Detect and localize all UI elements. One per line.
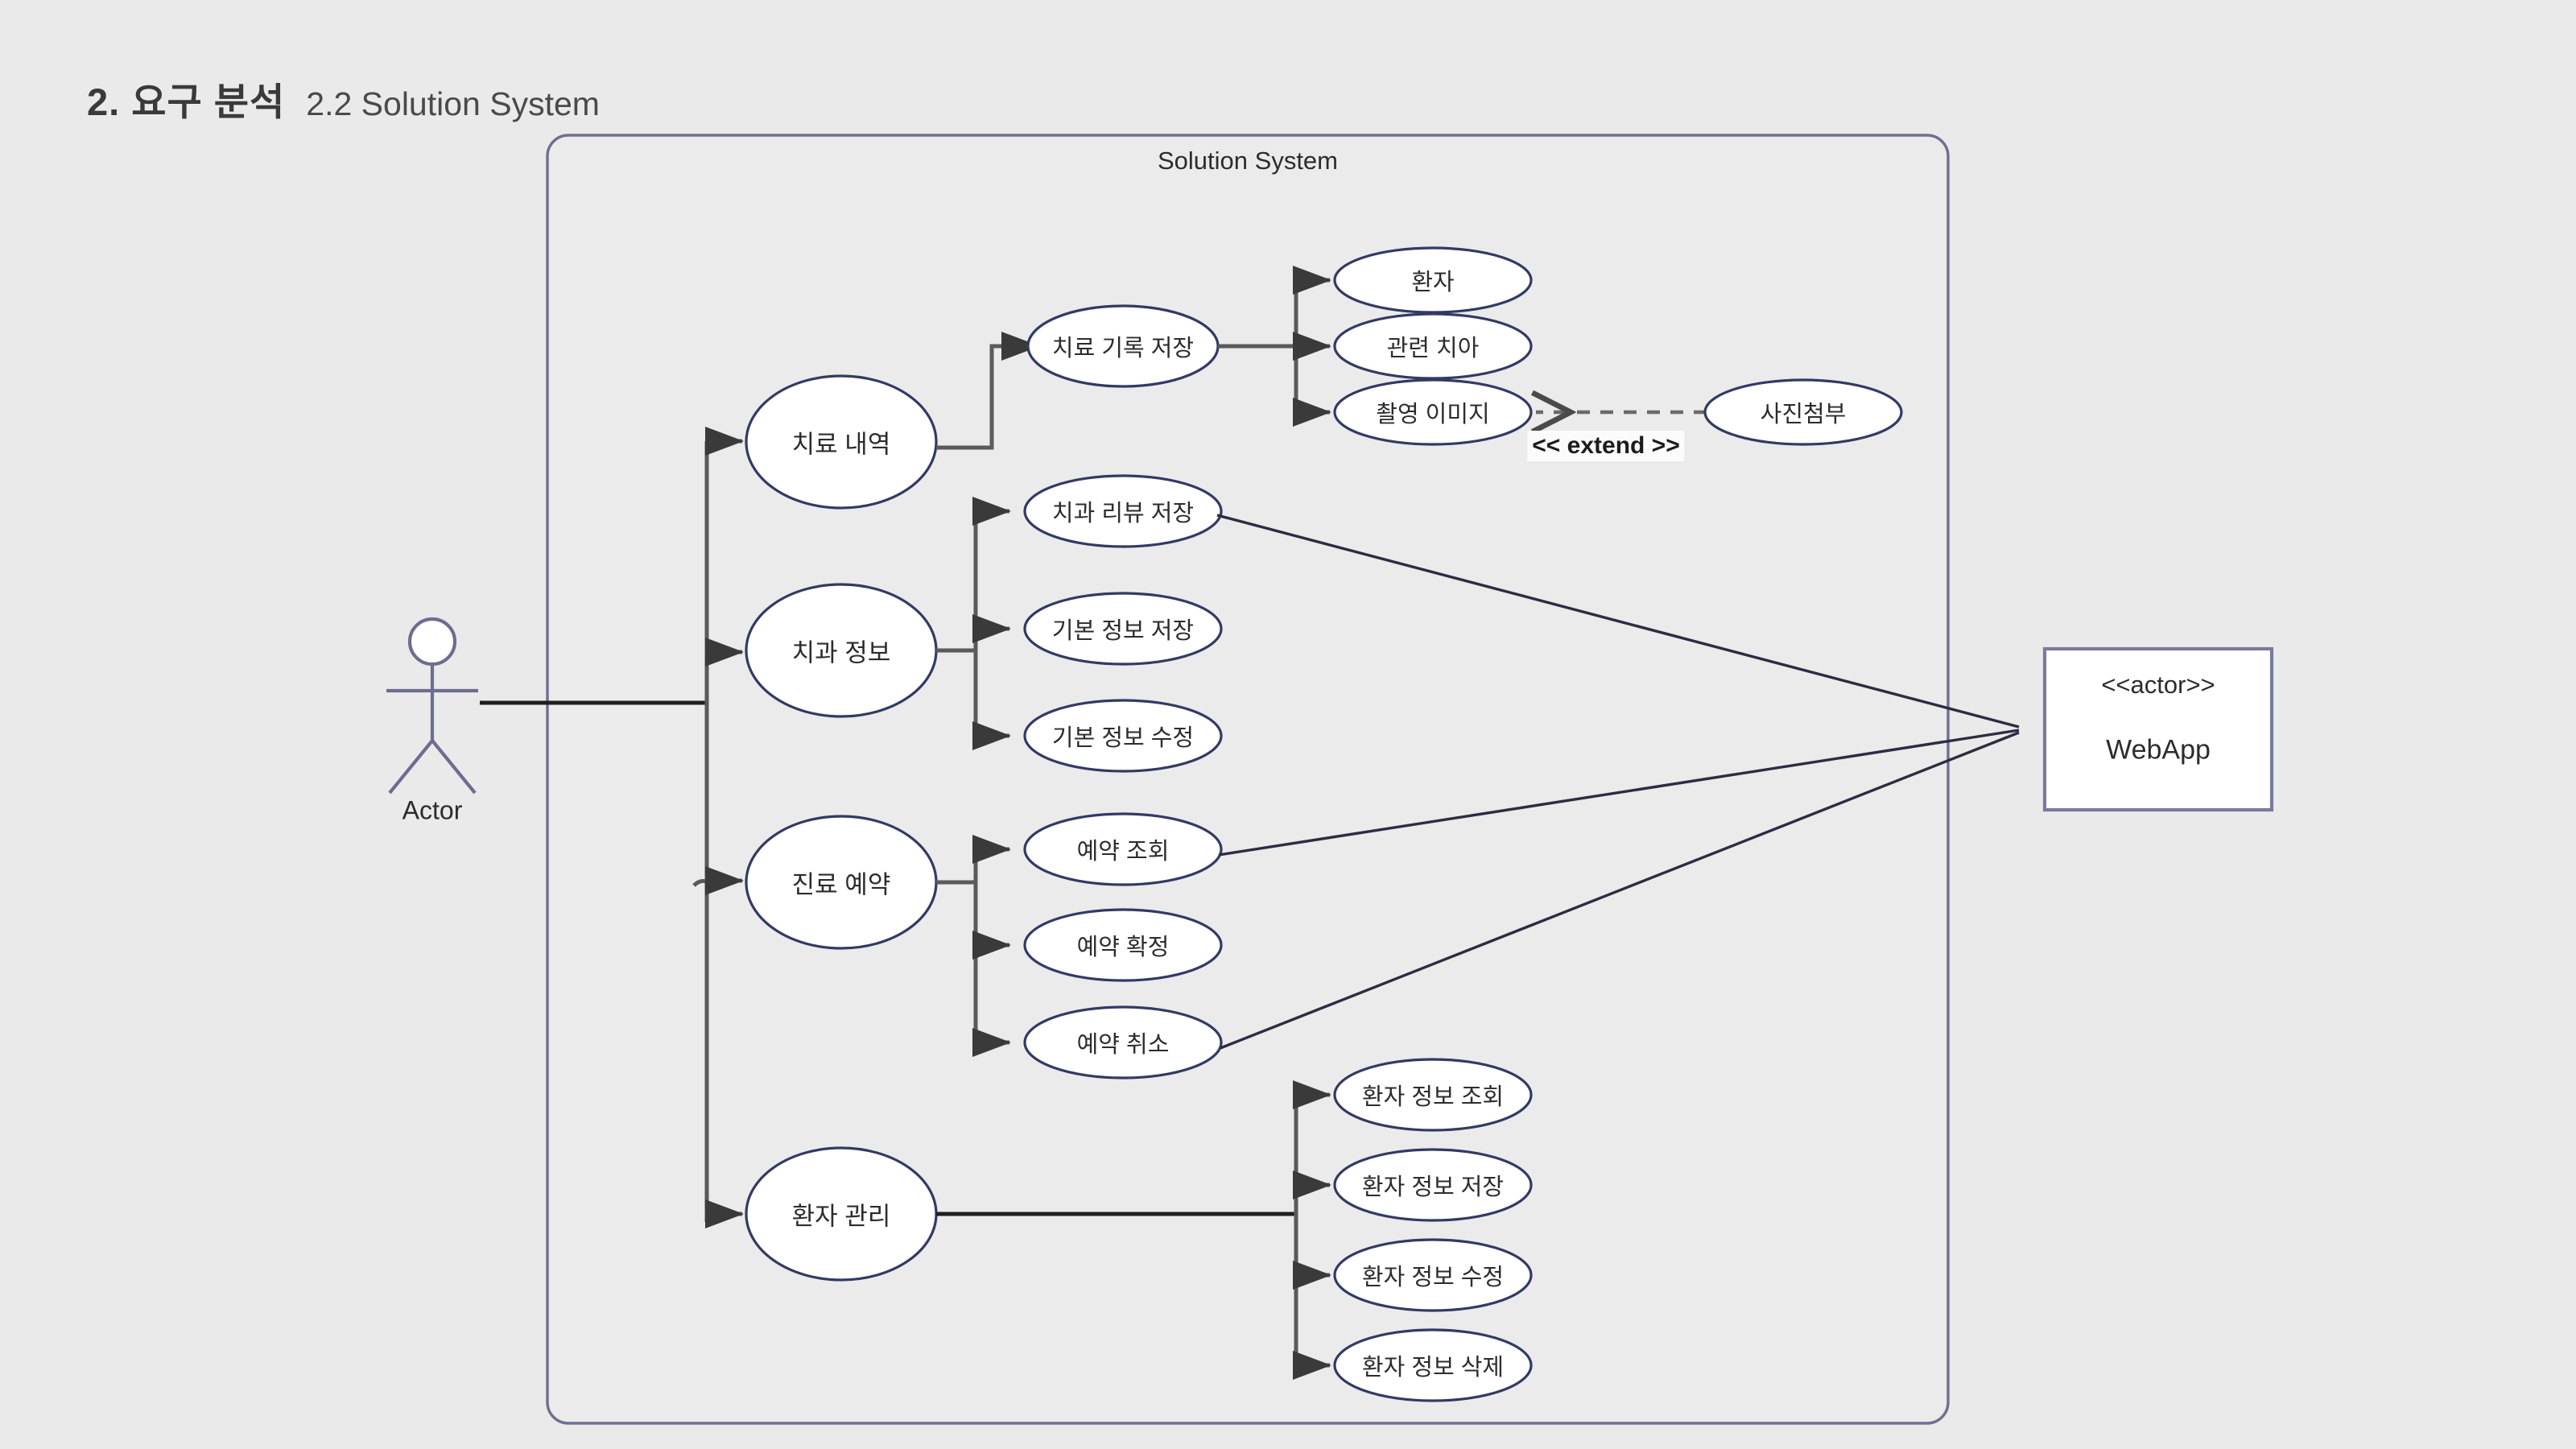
edges-patient-management-fan	[1293, 1080, 1332, 1380]
clinic-info-children	[1023, 474, 1223, 773]
level3-use-cases	[1333, 246, 1533, 446]
edges-clinic-info-to-children	[936, 497, 1012, 750]
use-case-view-patient-info[interactable]	[1333, 1058, 1533, 1132]
webapp-association-links	[1216, 514, 2020, 1050]
appointment-children	[1023, 812, 1223, 1080]
heading-section-number-title: 2. 요구 분석	[87, 80, 286, 123]
use-case-attach-photo[interactable]	[1703, 378, 1903, 446]
use-case-confirm-appointment[interactable]	[1023, 908, 1223, 982]
edges-save-record-to-details	[1218, 266, 1332, 427]
use-case-captured-image[interactable]	[1333, 378, 1533, 446]
branch-spine	[692, 427, 745, 1228]
actor-head-icon	[407, 617, 457, 667]
edge-save-clinic-review-to-webapp	[1216, 514, 2020, 729]
edges-appointment-to-children	[936, 835, 1012, 1057]
use-case-edit-basic-info[interactable]	[1023, 699, 1223, 773]
use-case-edit-patient-info[interactable]	[1333, 1238, 1533, 1312]
external-actor-webapp-box[interactable]	[2042, 646, 2274, 812]
use-case-appointment[interactable]	[745, 815, 938, 950]
edge-view-appointment-to-webapp	[1218, 729, 2020, 857]
patient-management-children	[1333, 1058, 1533, 1402]
use-case-view-appointment[interactable]	[1023, 812, 1223, 886]
use-case-save-clinic-review[interactable]	[1023, 474, 1223, 548]
actor-leg-right	[431, 739, 477, 795]
edge-cancel-appointment-to-webapp	[1220, 731, 2020, 1050]
level1-use-cases	[745, 374, 938, 1282]
spine-branch-appointment	[692, 866, 745, 895]
use-case-save-patient-info[interactable]	[1333, 1148, 1533, 1222]
use-case-save-basic-info[interactable]	[1023, 592, 1223, 666]
use-case-related-tooth[interactable]	[1333, 312, 1533, 380]
page-heading: 2. 요구 분석 2.2 Solution System	[87, 71, 600, 126]
use-case-treatment-history[interactable]	[745, 374, 938, 510]
actor-figure	[386, 617, 478, 795]
use-case-save-treatment-record[interactable]	[1026, 304, 1220, 388]
use-case-patient[interactable]	[1333, 246, 1533, 314]
edge-treatment-history-to-save-record	[936, 332, 1041, 450]
use-case-clinic-info[interactable]	[745, 583, 938, 718]
use-case-delete-patient-info[interactable]	[1333, 1328, 1533, 1402]
heading-subsection-title: 2.2 Solution System	[306, 85, 600, 122]
use-case-cancel-appointment[interactable]	[1023, 1005, 1223, 1080]
actor-leg-left	[388, 739, 434, 795]
use-case-patient-management[interactable]	[745, 1146, 938, 1282]
